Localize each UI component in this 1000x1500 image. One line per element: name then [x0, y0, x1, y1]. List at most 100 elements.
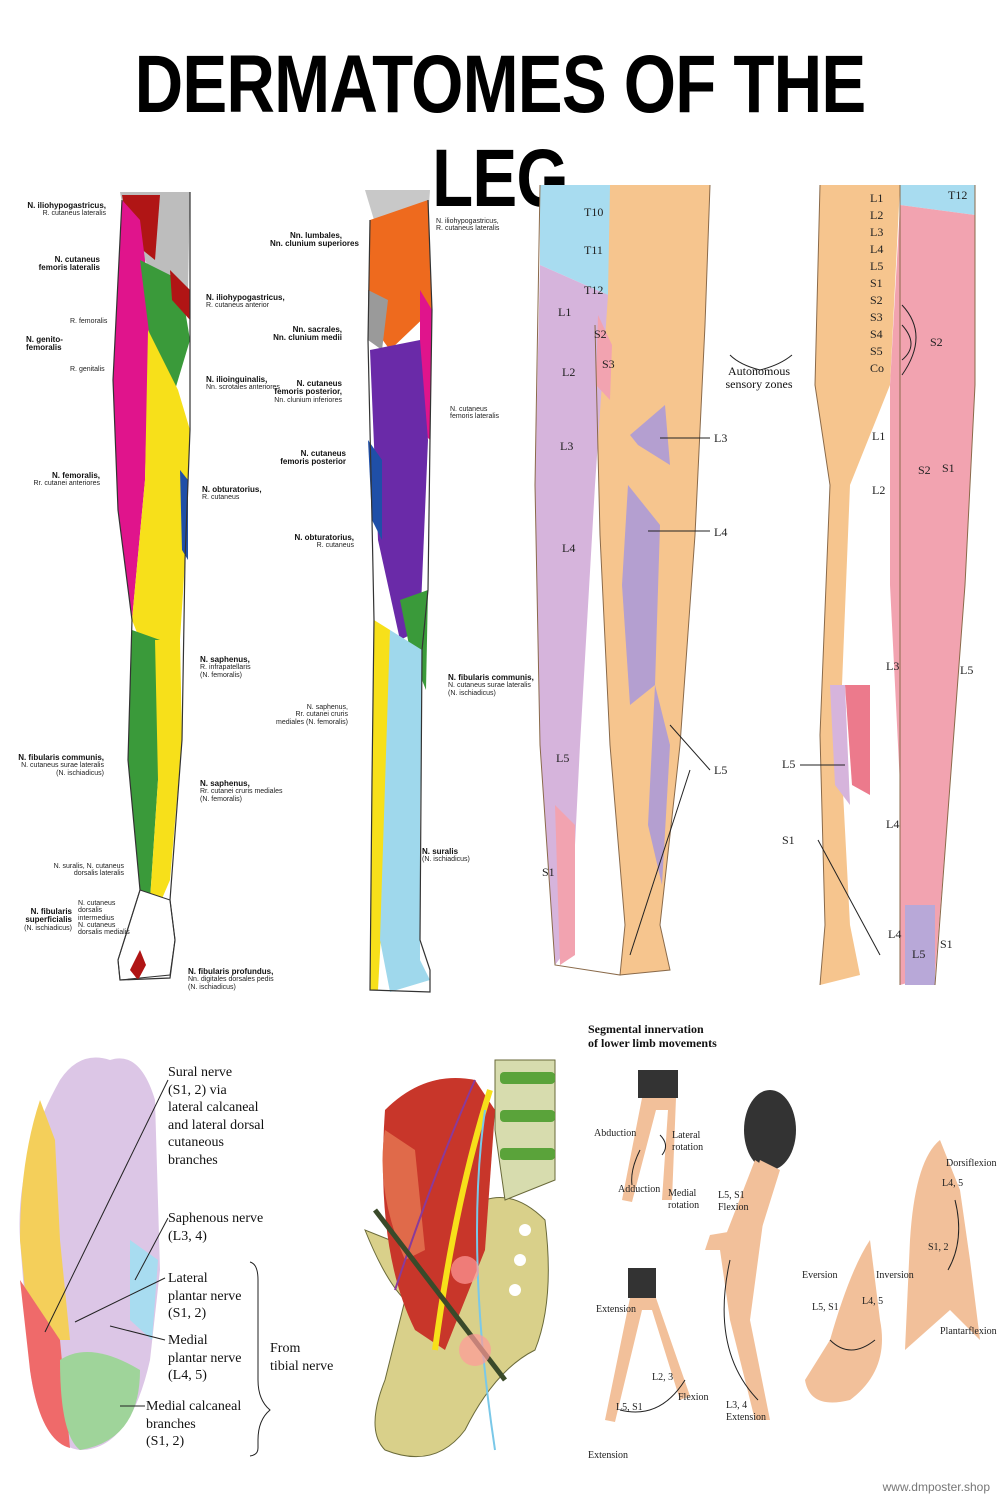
region-green-calf	[128, 630, 160, 900]
back-col-l1: L1	[870, 191, 884, 205]
movements-illustration	[605, 1070, 980, 1422]
region-yellow-saph	[370, 620, 390, 990]
back-l5b: L5	[912, 947, 926, 961]
pointer-l5: L5	[714, 763, 728, 777]
mv-dorsiflexion: Dorsiflexion	[946, 1158, 997, 1169]
back-l5-left: L5	[782, 757, 796, 771]
label-cutaneus-dorsalis: N. cutaneus dorsalis intermedius N. cuta…	[78, 900, 130, 937]
sole-illustration	[19, 1057, 271, 1457]
back-s2b: S2	[918, 463, 931, 477]
sacral-hole-3	[509, 1284, 521, 1296]
zone-back-l5-red	[845, 685, 870, 795]
mv-adduction: Adduction	[618, 1184, 661, 1195]
sacral-hole-1	[519, 1224, 531, 1236]
label-cut-fem-post-2: N. cutaneus femoris posterior	[280, 449, 346, 467]
sole-zone-blue	[130, 1240, 158, 1340]
label-genitofemoralis: N. genito- femoralis	[26, 335, 63, 353]
sacral-hole-2	[514, 1254, 526, 1266]
zone-back-heel	[905, 905, 935, 985]
label-cut-fem-lat-back: N. cutaneus femoris lateralis	[450, 406, 500, 421]
zone-t10-t12	[540, 185, 610, 295]
label-iliohypogastricus-lat: N. iliohypogastricus, R. cutaneus latera…	[27, 201, 106, 218]
fig-hip-shorts	[638, 1070, 678, 1098]
zone-label-t11: T11	[584, 243, 603, 257]
back-nerve-diagram: Nn. lumbales, Nn. clunium superiores Nn.…	[270, 180, 534, 1010]
mv-plantarflexion: Plantarflexion	[940, 1326, 997, 1337]
fig-ext-shorts	[628, 1268, 656, 1298]
pelvis-svg	[364, 1059, 556, 1458]
mv-l5s1-b: L5, S1	[812, 1302, 839, 1313]
label-fibularis-profundus: N. fibularis profundus, Nn. digitales do…	[188, 967, 274, 991]
zone-back-sacral	[890, 205, 975, 985]
label-saphenus-infrapatellaris: N. saphenus, R. infrapatellaris (N. femo…	[200, 655, 251, 679]
label-fibularis-communis: N. fibularis communis, N. cutaneus surae…	[18, 753, 104, 777]
back-col-s4: S4	[870, 327, 883, 341]
label-saphenus-back: N. saphenus, Rr. cutanei cruris mediales…	[276, 704, 348, 726]
label-cut-fem-lat: N. cutaneus femoris lateralis	[38, 255, 100, 273]
back-col-l3: L3	[870, 225, 884, 239]
iliacus-muscle	[382, 1130, 425, 1260]
spine-vertebrae	[494, 1059, 556, 1201]
zone-label-s3: S3	[602, 357, 615, 371]
back-col-co: Co	[870, 361, 885, 375]
label-obturatorius-back: N. obturatorius, R. cutaneus	[294, 533, 354, 550]
zone-autonomous-l3	[630, 405, 670, 465]
front-nerve-diagram: N. iliohypogastricus, R. cutaneus latera…	[0, 180, 290, 1010]
movements-panel: Segmental innervation of lower limb move…	[580, 1020, 1000, 1470]
zone-back-lavender	[830, 685, 850, 805]
zone-label-s2: S2	[594, 327, 607, 341]
label-ilioinguinalis: N. ilioinguinalis, Nn. scrotales anterio…	[206, 375, 280, 392]
zone-label-s1: S1	[542, 865, 555, 879]
zone-label-l3: L3	[560, 439, 574, 453]
label-iliohypogastricus-ant: N. iliohypogastricus, R. cutaneus anteri…	[206, 293, 285, 310]
footer-url: www.dmposter.shop	[882, 1480, 990, 1494]
mv-l23: L2, 3	[652, 1372, 674, 1383]
region-purple-post	[370, 340, 428, 640]
back-col-s5: S5	[870, 344, 883, 358]
label-suralis-dorsalis: N. suralis, N. cutaneus dorsalis lateral…	[53, 863, 124, 878]
zone-autonomous-l5	[648, 685, 670, 885]
back-dermatome-illustration	[800, 185, 976, 986]
back-dermatome-diagram: L1 L2 L3 L4 L5 S1 S2 S3 S4 S5 Co T12 S2 …	[782, 185, 1000, 995]
label-cut-fem-post: N. cutaneus femoris posterior, Nn. cluni…	[274, 379, 342, 404]
mv-eversion: Eversion	[802, 1270, 838, 1281]
zone-label-t10: T10	[584, 205, 604, 219]
label-femoralis: N. femoralis, Rr. cutanei anteriores	[33, 471, 100, 488]
label-saphenus-cruris: N. saphenus, Rr. cutanei cruris mediales…	[200, 779, 283, 803]
fig-foot-ev	[805, 1240, 882, 1403]
fig-flex-leg2	[705, 1160, 780, 1250]
back-l4: L4	[886, 817, 900, 831]
region-foot-red	[130, 950, 146, 980]
autonomous-zones-label: Autonomous sensory zones	[725, 364, 793, 391]
front-leg-illustration	[112, 192, 191, 981]
skin-back	[815, 185, 900, 985]
hip-socket-red	[459, 1334, 491, 1366]
zone-label-l1: L1	[558, 305, 572, 319]
pelvis-anatomy-illustration	[345, 1050, 575, 1470]
pointer-l3: L3	[714, 431, 728, 445]
back-s1: S1	[942, 461, 955, 475]
mv-s12: S1, 2	[928, 1242, 949, 1253]
zone-s1-pink	[555, 805, 575, 965]
front-dermatome-diagram: T10 T11 T12 L1 L2 S2 S3 L3 L4 L5 S1 Auto…	[530, 185, 800, 985]
back-t12: T12	[948, 188, 968, 202]
back-s1b: S1	[940, 937, 953, 951]
back-col-s3: S3	[870, 310, 883, 324]
joint-red	[451, 1256, 479, 1284]
nerve-purple	[394, 1079, 476, 1291]
sole-zone-green	[60, 1352, 140, 1450]
back-col-l2: L2	[870, 208, 884, 222]
mv-l5s1: L5, S1	[616, 1402, 643, 1413]
region-blue-obt	[368, 440, 382, 540]
zone-autonomous-l4	[622, 485, 660, 705]
label-nn-lumbales: Nn. lumbales, Nn. clunium superiores	[270, 231, 359, 249]
label-suralis: N. suralis (N. ischiadicus)	[422, 847, 470, 864]
fig-foot-df	[905, 1140, 980, 1350]
mv-abduction: Abduction	[594, 1128, 637, 1139]
nerve-yellow	[432, 1089, 493, 1351]
region-magenta-lateral	[113, 200, 150, 620]
